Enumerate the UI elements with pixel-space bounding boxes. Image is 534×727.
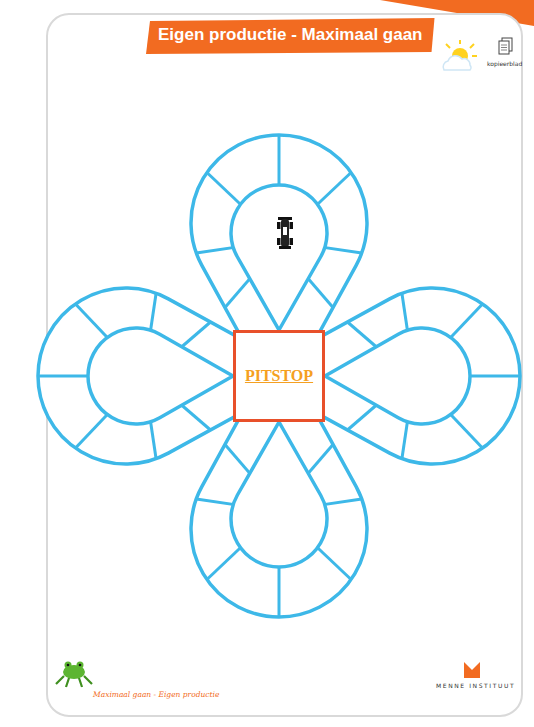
label-wrap: Maximaal gaan - Eigen productie [93,690,219,699]
track-loop-inner [88,328,233,424]
sun-rays [446,40,477,56]
page-border [47,14,522,716]
track-dividers [38,135,520,617]
pitstop-box: PITSTOP [233,330,325,422]
track-loop-inner [231,185,327,330]
menne-logo [464,662,480,678]
publisher-name: MENNE INSTITUUT [436,682,515,689]
title-wrap: Eigen productie - Maximaal gaan [158,24,423,46]
sun-cloud-icon [443,40,477,70]
footer-note: Maximaal gaan - Eigen productie [93,690,219,699]
pitstop-label: PITSTOP [245,367,313,385]
label-wrap: kopieerblad [487,60,522,67]
title-banner [146,18,435,54]
cloud [443,56,471,70]
copy-sheet-label: kopieerblad [487,60,522,67]
frog-logo [56,662,92,688]
page-title: Eigen productie - Maximaal gaan [158,24,423,46]
copy-sheet-icon [499,38,512,54]
track-loop-inner [325,328,470,424]
track-loop-inner [231,422,327,567]
race-track [38,135,520,617]
race-car [277,217,293,249]
track-outer [38,135,520,617]
track-inner [88,185,470,567]
label-wrap: MENNE INSTITUUT [436,682,515,689]
